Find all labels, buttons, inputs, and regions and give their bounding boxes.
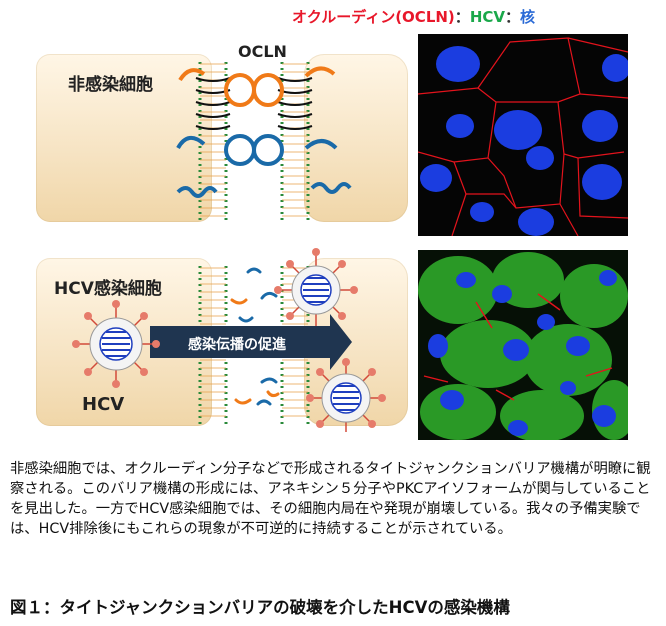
legend-separator: ： — [454, 8, 470, 26]
legend-hcv: HCV — [469, 8, 505, 26]
figure-description: 非感染細胞では、オクルーディン分子などで形成されるタイトジャンクションバリア機構… — [10, 461, 651, 537]
legend: オクルーディン(OCLN)：HCV：核 — [292, 6, 535, 27]
legend-ocln: オクルーディン(OCLN) — [292, 8, 455, 26]
infected-cell-label: HCV感染細胞 — [54, 279, 162, 299]
hcv-particle-top-right — [274, 248, 358, 326]
figure-caption: 図１：タイトジャンクションバリアの破壊を介したHCVの感染機構 — [10, 598, 510, 617]
hcv-particle-left — [72, 300, 160, 388]
ocln-transmembrane — [195, 77, 313, 130]
tight-junction-schematic — [176, 62, 352, 222]
ocln-loop-blue — [176, 134, 352, 198]
ocln-label: OCLN — [238, 42, 287, 61]
infection-spread-arrow — [150, 314, 352, 370]
infection-schematic — [72, 248, 386, 432]
uninfected-cell-label: 非感染細胞 — [68, 75, 153, 95]
neighbor-cell-right — [304, 54, 408, 222]
legend-nucleus: 核 — [520, 8, 536, 26]
infection-spread-label: 感染伝播の促進 — [188, 337, 286, 353]
ocln-loop-orange — [178, 66, 336, 107]
micrograph-uninfected — [418, 34, 628, 236]
hcv-virus-label: HCV — [82, 394, 125, 415]
legend-separator: ： — [504, 8, 520, 26]
micrograph-hcv-infected — [418, 250, 628, 440]
hcv-particle-bottom-right — [306, 358, 386, 432]
disrupted-ocln-fragments — [230, 267, 280, 406]
uninfected-cell-left — [36, 54, 212, 222]
